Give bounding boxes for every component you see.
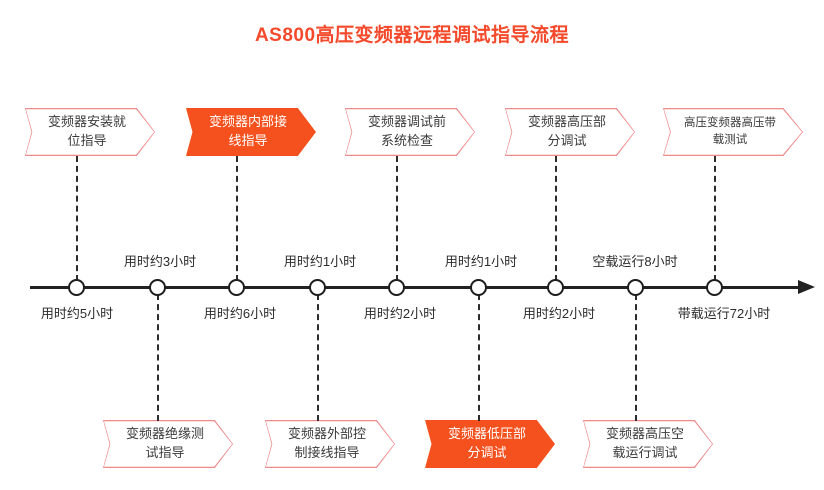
- box-fill: [505, 109, 635, 155]
- timeline-node-5[interactable]: [387, 279, 405, 296]
- duration-label-above-1: 用时约3小时: [123, 254, 197, 269]
- step-box-9[interactable]: 高压变频器高压带 载测试: [663, 108, 803, 156]
- step-box-2[interactable]: 变频器绝缘测 试指导: [103, 420, 233, 468]
- step-box-3-line2: 线指导: [228, 133, 268, 148]
- duration-label-below-5: 带载运行72小时: [677, 306, 771, 321]
- duration-label-below-4: 用时约2小时: [522, 306, 596, 321]
- step-box-3-line1: 变频器内部接: [208, 114, 287, 130]
- timeline-node-2[interactable]: [148, 279, 166, 296]
- connector-3: [236, 156, 238, 281]
- page-title: AS800高压变频器远程调试指导流程: [254, 25, 570, 46]
- connector-5: [396, 156, 398, 281]
- timeline-node-3[interactable]: [227, 279, 245, 296]
- step-box-1[interactable]: 变频器安装就 位指导: [25, 108, 155, 156]
- connector-2: [157, 294, 159, 421]
- step-box-7[interactable]: 变频器高压部 分调试: [505, 108, 635, 156]
- box-fill: [25, 109, 155, 155]
- connector-1: [76, 156, 78, 281]
- timeline-arrowhead-icon: [798, 280, 815, 294]
- connector-6: [478, 294, 480, 421]
- timeline-node-6[interactable]: [469, 279, 487, 296]
- connector-7: [555, 156, 557, 281]
- timeline-node-1[interactable]: [67, 279, 85, 296]
- step-box-6-line1: 变频器低压部: [447, 426, 526, 442]
- box-fill: [583, 421, 713, 467]
- timeline-axis: [30, 286, 802, 289]
- step-box-4[interactable]: 变频器外部控 制接线指导: [265, 420, 395, 468]
- connector-4: [317, 294, 319, 421]
- duration-label-below-1: 用时约5小时: [40, 306, 114, 321]
- duration-label-above-2: 用时约1小时: [283, 254, 357, 269]
- step-box-6-line2: 分调试: [467, 445, 507, 460]
- step-box-3[interactable]: 变频器内部接 线指导: [186, 108, 316, 156]
- timeline-node-7[interactable]: [546, 279, 564, 296]
- box-fill: [663, 109, 803, 155]
- timeline-node-4[interactable]: [308, 279, 326, 296]
- duration-label-above-3: 用时约1小时: [444, 254, 518, 269]
- step-box-5[interactable]: 变频器调试前 系统检查: [345, 108, 475, 156]
- box-fill: [103, 421, 233, 467]
- step-box-8[interactable]: 变频器高压空 载运行调试: [583, 420, 713, 468]
- duration-label-below-3: 用时约2小时: [363, 306, 437, 321]
- timeline-node-8[interactable]: [626, 279, 644, 296]
- connector-9: [714, 156, 716, 281]
- box-fill: [265, 421, 395, 467]
- connector-8: [635, 294, 637, 421]
- box-fill: [345, 109, 475, 155]
- duration-label-below-2: 用时约6小时: [203, 306, 277, 321]
- timeline-node-9[interactable]: [705, 279, 723, 296]
- duration-label-above-4: 空载运行8小时: [592, 254, 678, 269]
- step-box-6[interactable]: 变频器低压部 分调试: [425, 420, 555, 468]
